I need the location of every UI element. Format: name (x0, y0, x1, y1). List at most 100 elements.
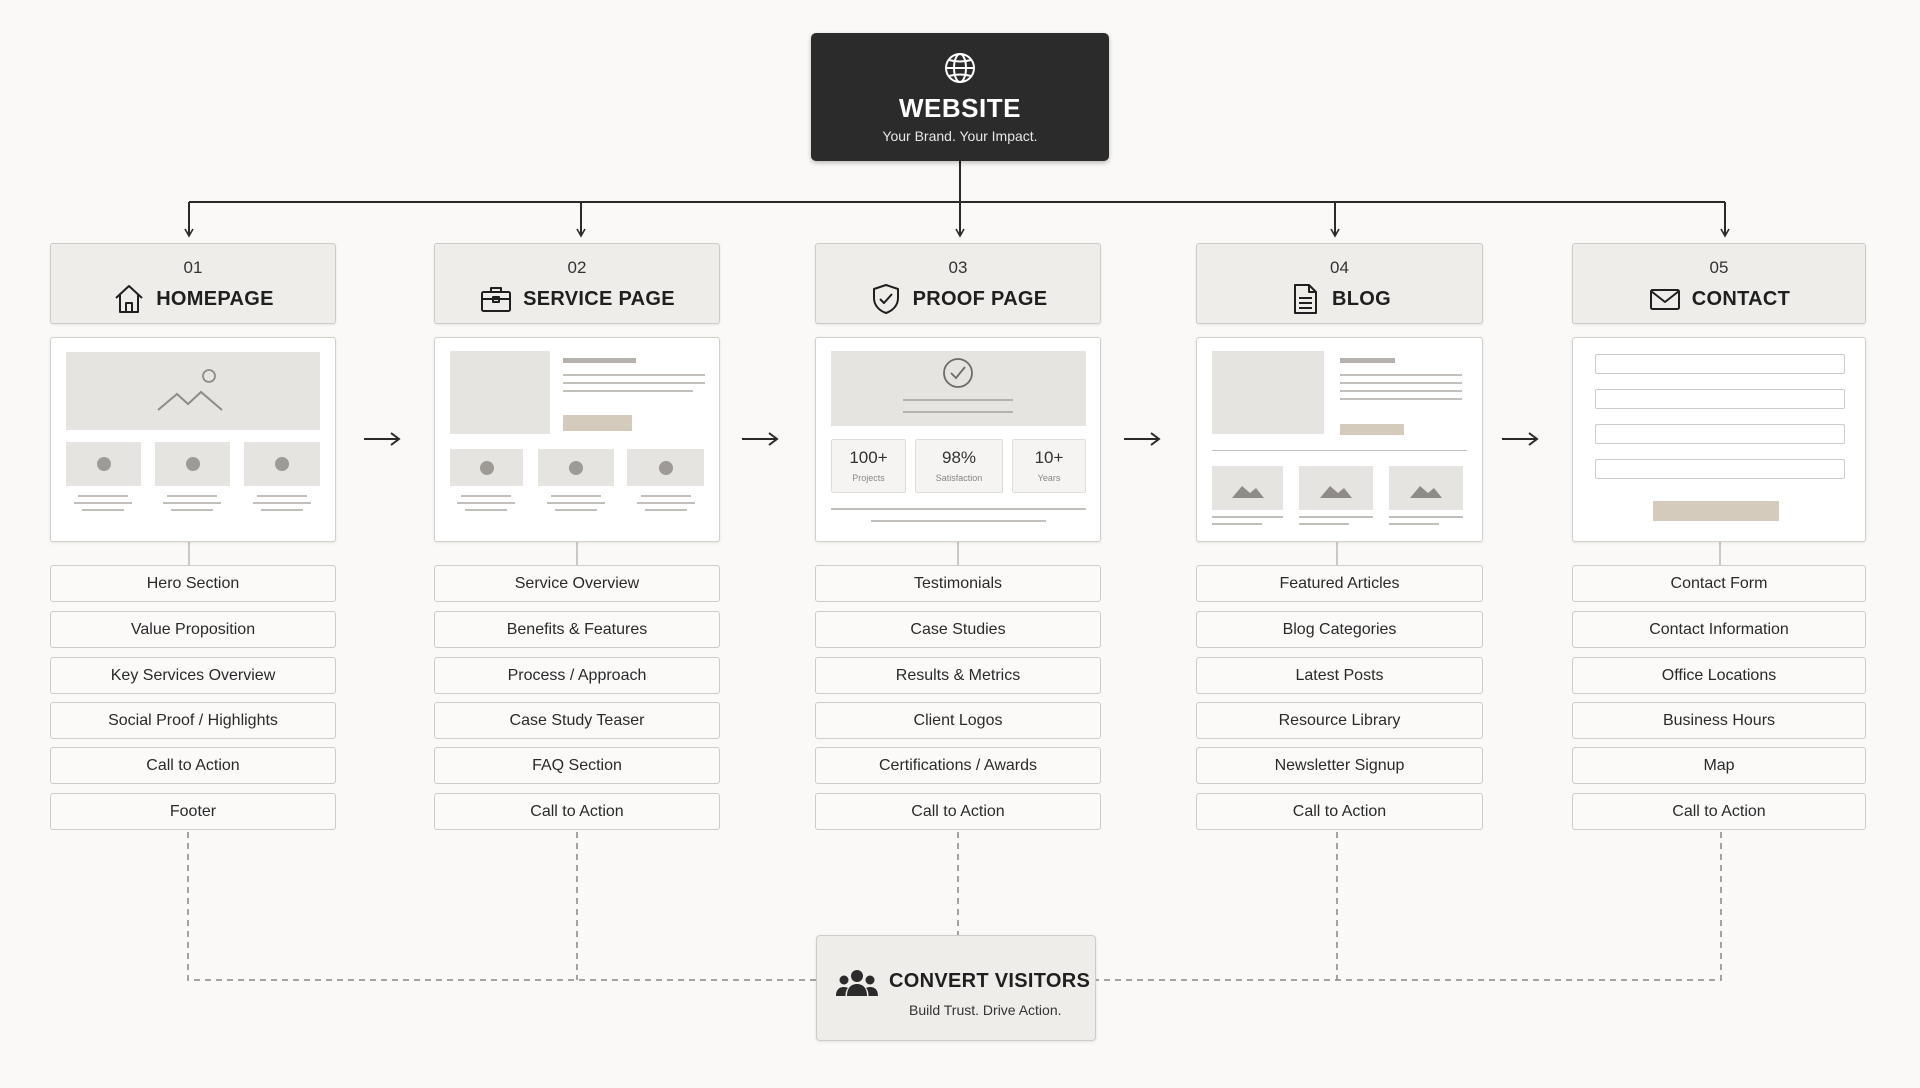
section-item[interactable]: Map (1572, 747, 1866, 784)
service-page-header[interactable]: 02 SERVICE PAGE (434, 243, 720, 324)
text-line (461, 495, 511, 497)
envelope-icon (1649, 289, 1680, 310)
section-item[interactable]: Footer (50, 793, 336, 830)
homepage-number: 01 (183, 258, 203, 277)
text-line (1340, 398, 1462, 400)
text-line (171, 509, 213, 511)
section-item[interactable]: FAQ Section (434, 747, 720, 784)
proof-page-header[interactable]: 03 PROOF PAGE (815, 243, 1101, 324)
section-item[interactable]: Client Logos (815, 702, 1101, 739)
feature-thumb (450, 449, 523, 486)
feature-thumb (627, 449, 704, 486)
section-item[interactable]: Contact Information (1572, 611, 1866, 648)
section-item[interactable]: Testimonials (815, 565, 1101, 602)
root-title: WEBSITE (899, 93, 1021, 123)
contact-wireframe (1572, 337, 1866, 542)
section-item[interactable]: Blog Categories (1196, 611, 1483, 648)
section-item[interactable]: Service Overview (434, 565, 720, 602)
service-page-wireframe (434, 337, 720, 542)
text-line (253, 502, 311, 504)
mountain-icon (1320, 486, 1352, 498)
stat-years: 10+ Years (1012, 439, 1086, 493)
image-icon (157, 369, 223, 411)
section-item[interactable]: Featured Articles (1196, 565, 1483, 602)
text-line (547, 502, 605, 504)
text-line (465, 509, 507, 511)
section-item[interactable]: Contact Form (1572, 565, 1866, 602)
people-icon (836, 970, 878, 996)
section-item[interactable]: Key Services Overview (50, 657, 336, 694)
briefcase-icon (481, 287, 512, 312)
contact-title: CONTACT (1691, 287, 1791, 310)
stat-satisfaction: 98% Satisfaction (915, 439, 1003, 493)
section-item[interactable]: Call to Action (1572, 793, 1866, 830)
service-page-number: 02 (567, 258, 587, 277)
text-line (82, 509, 124, 511)
section-item[interactable]: Latest Posts (1196, 657, 1483, 694)
blog-header[interactable]: 04 BLOG (1196, 243, 1483, 324)
image-placeholder (450, 351, 550, 434)
submit-button-placeholder (1653, 501, 1779, 521)
section-item[interactable]: Resource Library (1196, 702, 1483, 739)
text-line (74, 502, 132, 504)
section-item[interactable]: Call to Action (434, 793, 720, 830)
text-line (1340, 390, 1462, 392)
form-field-placeholder (1595, 389, 1845, 409)
section-item[interactable]: Benefits & Features (434, 611, 720, 648)
divider (1212, 450, 1467, 451)
section-item[interactable]: Case Studies (815, 611, 1101, 648)
homepage-header[interactable]: 01 HOMEPAGE (50, 243, 336, 324)
section-item[interactable]: Value Proposition (50, 611, 336, 648)
stat-value: 100+ (849, 448, 888, 467)
text-line (871, 520, 1046, 522)
homepage-wireframe (50, 337, 336, 542)
form-field-placeholder (1595, 459, 1845, 479)
flow-arrow-icon (1124, 432, 1161, 446)
text-line (563, 382, 705, 384)
contact-header[interactable]: 05 CONTACT (1572, 243, 1866, 324)
homepage-title: HOMEPAGE (156, 287, 274, 310)
text-line (261, 509, 303, 511)
section-item[interactable]: Call to Action (50, 747, 336, 784)
section-item[interactable]: Case Study Teaser (434, 702, 720, 739)
button-placeholder (1340, 424, 1404, 435)
convert-visitors-node[interactable]: CONVERT VISITORS Build Trust. Drive Acti… (816, 935, 1096, 1041)
feature-thumb (155, 442, 230, 486)
contact-number: 05 (1709, 258, 1729, 277)
text-line (645, 509, 687, 511)
flow-arrow-icon (742, 432, 779, 446)
blog-title: BLOG (1332, 287, 1391, 310)
text-line (1212, 516, 1283, 518)
text-line (1340, 374, 1462, 376)
website-root-node[interactable]: WEBSITE Your Brand. Your Impact. (811, 33, 1109, 161)
text-line (1389, 516, 1463, 518)
section-item[interactable]: Call to Action (815, 793, 1101, 830)
button-placeholder (563, 415, 632, 431)
stat-label: Projects (852, 473, 885, 483)
root-branch-lines (184, 161, 1730, 238)
hero-image-placeholder (66, 352, 320, 430)
stat-label: Years (1037, 473, 1061, 483)
post-thumb (1299, 466, 1373, 510)
text-line (555, 509, 597, 511)
form-field-placeholder (1595, 424, 1845, 444)
section-item[interactable]: Newsletter Signup (1196, 747, 1483, 784)
text-line (1299, 523, 1349, 525)
section-item[interactable]: Results & Metrics (815, 657, 1101, 694)
section-item[interactable]: Call to Action (1196, 793, 1483, 830)
section-item[interactable]: Certifications / Awards (815, 747, 1101, 784)
stat-label: Satisfaction (935, 473, 983, 483)
section-item[interactable]: Hero Section (50, 565, 336, 602)
image-placeholder (1212, 351, 1324, 434)
text-line (563, 390, 693, 392)
section-item[interactable]: Process / Approach (434, 657, 720, 694)
root-subtitle: Your Brand. Your Impact. (882, 128, 1038, 144)
section-item[interactable]: Office Locations (1572, 657, 1866, 694)
section-item[interactable]: Social Proof / Highlights (50, 702, 336, 739)
text-line (831, 508, 1086, 510)
proof-page-number: 03 (948, 258, 968, 277)
text-line (641, 495, 691, 497)
section-item[interactable]: Business Hours (1572, 702, 1866, 739)
house-icon (115, 285, 143, 313)
